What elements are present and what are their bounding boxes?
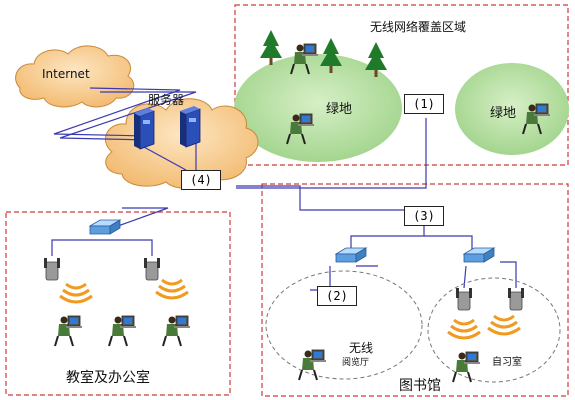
wireless-reading-label-2: 阅览厅 [342, 358, 370, 368]
user-laptop-icon [54, 315, 83, 347]
classroom-office-label: 教室及办公室 [66, 370, 150, 386]
user-laptop-icon [108, 315, 137, 347]
switch-icon [463, 247, 495, 263]
switch-icon [89, 219, 121, 235]
study-room-area [427, 277, 561, 383]
server-icon [179, 105, 201, 148]
study-room-label: 自习室 [492, 357, 522, 368]
tree-icon [260, 30, 282, 65]
device-box-2: (2) [317, 286, 357, 306]
access-point-icon [143, 257, 161, 281]
device-box-1: (1) [404, 94, 444, 114]
library-zone [261, 183, 569, 397]
access-point-icon [455, 287, 473, 311]
device-box-3: (3) [404, 206, 444, 226]
classroom-zone [5, 211, 231, 396]
switch-icon [335, 247, 367, 263]
server-label: 服务器 [148, 93, 185, 107]
green-area-large [234, 54, 402, 162]
wireless-coverage-zone [234, 4, 569, 166]
wireless-area-label: 无线网络覆盖区域 [370, 20, 467, 34]
user-laptop-icon [298, 349, 327, 381]
access-point-icon [43, 257, 61, 281]
reading-hall-area [265, 270, 423, 380]
green-area-label-2: 绿地 [490, 106, 517, 121]
access-point-icon [507, 287, 525, 311]
wireless-signal-icon [486, 314, 522, 336]
green-area-label-1: 绿地 [326, 102, 353, 117]
wireless-signal-icon [154, 278, 190, 300]
device-box-4: (4) [181, 170, 221, 190]
wireless-signal-icon [58, 282, 94, 304]
library-label: 图书馆 [399, 378, 441, 394]
network-links [51, 87, 517, 291]
server-icon [133, 107, 155, 150]
wireless-reading-label-1: 无线 [349, 341, 374, 355]
internet-label: Internet [42, 67, 90, 81]
user-laptop-icon [162, 315, 191, 347]
wireless-signal-icon [446, 318, 482, 340]
